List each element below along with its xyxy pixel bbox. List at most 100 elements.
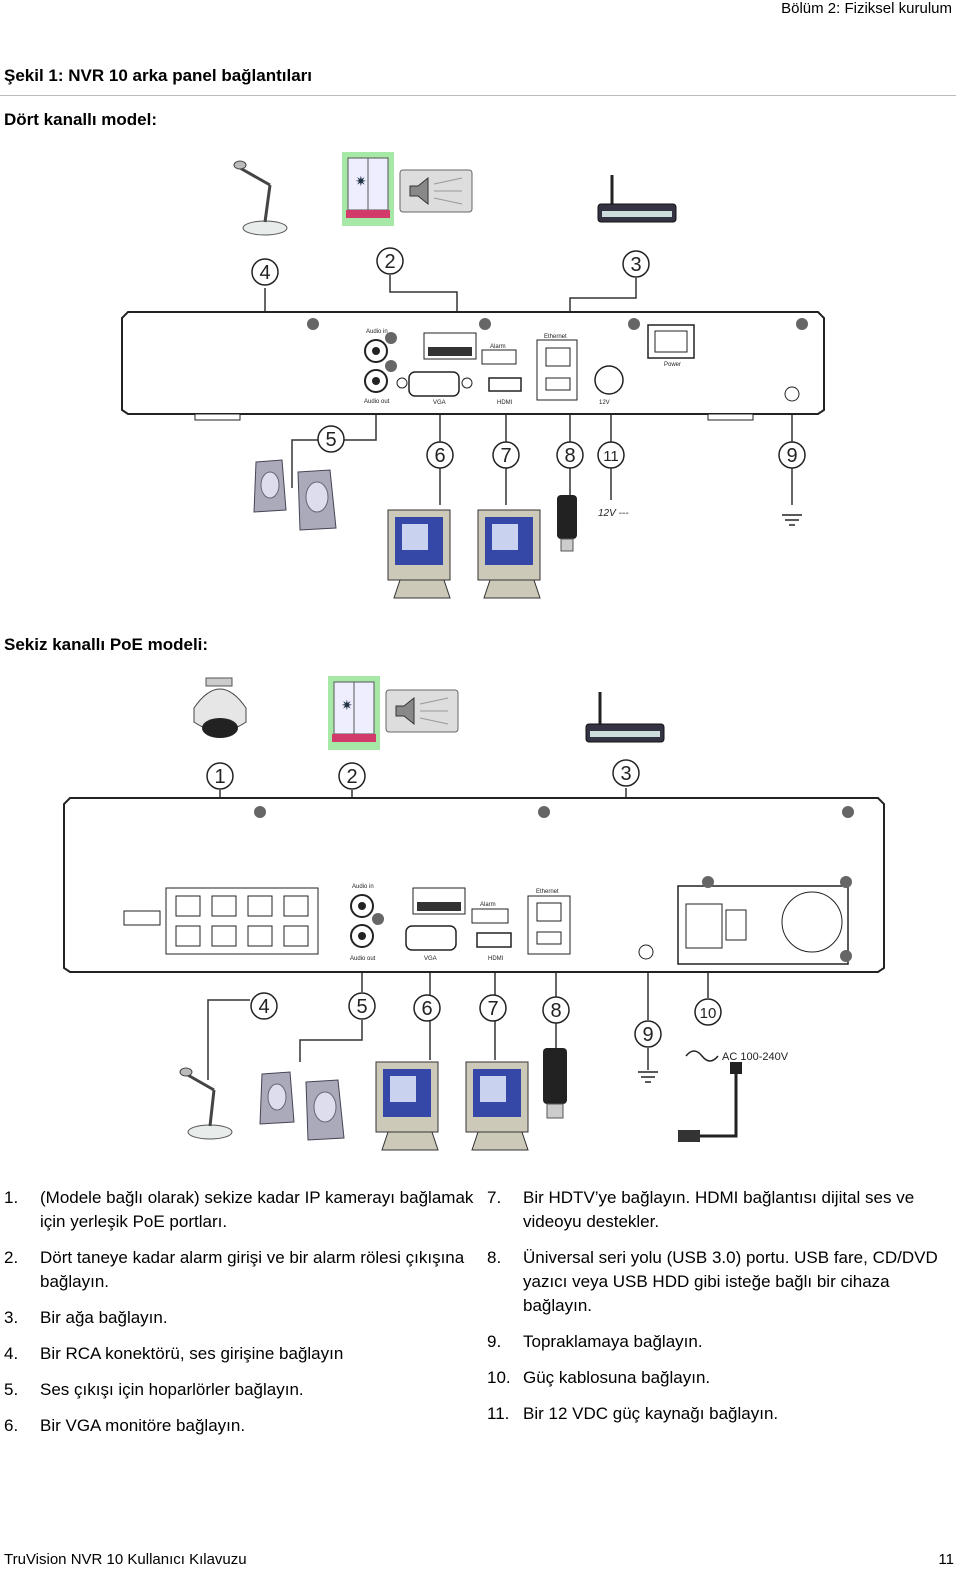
port-label-power: Power [664, 362, 681, 368]
footer-page-number: 11 [938, 1551, 954, 1568]
legend-item: 9.Topraklamaya bağlayın. [487, 1332, 703, 1351]
svg-text:8: 8 [564, 445, 575, 467]
port-label-hdmi: HDMI [488, 956, 504, 962]
callout-7: 7 [479, 994, 507, 1022]
svg-text:11: 11 [603, 448, 619, 465]
port-label-alarm: Alarm [480, 902, 496, 908]
legend-item: 2.Dört taneye kadar alarm girişi ve bir … [4, 1248, 465, 1291]
port-label-alarm: Alarm [490, 344, 506, 350]
router-icon [585, 692, 665, 743]
svg-text:6: 6 [434, 445, 445, 467]
alarm-sensor-icon: ✷ [328, 676, 380, 750]
port-label-vga: VGA [433, 400, 446, 406]
svg-text:4: 4 [258, 996, 269, 1018]
legend-item: 1.(Modele bağlı olarak) sekize kadar IP … [4, 1188, 474, 1231]
router-icon [597, 175, 677, 223]
callout-2: 2 [376, 247, 404, 275]
svg-text:5: 5 [325, 429, 336, 451]
callout-4: 4 [250, 992, 278, 1020]
ac-wave-icon [685, 1050, 719, 1062]
port-label-12v: 12V [599, 400, 610, 406]
callout-2: 2 [338, 762, 366, 790]
svg-text:7: 7 [487, 998, 498, 1020]
siren-icon [399, 169, 473, 213]
port-label-ethernet: Ethernet [544, 334, 567, 340]
callout-4: 4 [251, 258, 279, 286]
svg-text:7: 7 [500, 445, 511, 467]
callout-11: 11 [597, 441, 625, 469]
svg-text:8: 8 [550, 1000, 561, 1022]
svg-text:9: 9 [786, 445, 797, 467]
footer-manual-title: TruVision NVR 10 Kullanıcı Kılavuzu [4, 1551, 247, 1568]
usb-drive-icon [557, 495, 577, 552]
legend-item: 8.Üniversal seri yolu (USB 3.0) portu. U… [487, 1248, 938, 1315]
legend-item: 7.Bir HDTV’ye bağlayın. HDMI bağlantısı … [487, 1188, 915, 1231]
ground-symbol-icon [782, 514, 802, 526]
legend-item: 4.Bir RCA konektörü, ses girişine bağlay… [4, 1344, 344, 1363]
svg-text:3: 3 [620, 763, 631, 785]
svg-text:9: 9 [642, 1024, 653, 1046]
legend-list-left: 1.(Modele bağlı olarak) sekize kadar IP … [4, 1186, 474, 1450]
callout-1: 1 [206, 762, 234, 790]
four-channel-heading: Dört kanallı model: [4, 110, 158, 129]
callout-5: 5 [348, 992, 376, 1020]
vga-monitor-icon [387, 509, 451, 599]
callout-6: 6 [413, 994, 441, 1022]
callout-6: 6 [426, 441, 454, 469]
alarm-sensor-icon: ✷ [342, 152, 394, 226]
speakers-icon [253, 459, 337, 531]
svg-text:3: 3 [630, 254, 641, 276]
callout-10: 10 [694, 998, 722, 1026]
callout-7: 7 [492, 441, 520, 469]
power-cable-icon [678, 1062, 742, 1142]
svg-text:✷: ✷ [355, 173, 367, 189]
figure-title: Şekil 1: NVR 10 arka panel bağlantıları [4, 66, 313, 85]
vga-monitor-icon [375, 1061, 439, 1151]
nvr-back-panel-8ch [63, 797, 885, 973]
ac-label: AC 100-240V [722, 1051, 789, 1063]
svg-text:10: 10 [700, 1005, 717, 1022]
speakers-icon [259, 1071, 345, 1141]
callout-3: 3 [622, 250, 650, 278]
svg-text:1: 1 [214, 766, 225, 788]
port-label-hdmi: HDMI [497, 400, 513, 406]
callout-5: 5 [317, 425, 345, 453]
microphone-icon [179, 1067, 233, 1140]
port-label-audio-out: Audio out [364, 399, 390, 405]
eight-channel-diagram: Audio in Audio out VGA HDMI Ethernet Ala… [63, 676, 885, 1151]
svg-text:5: 5 [356, 996, 367, 1018]
svg-text:2: 2 [384, 251, 395, 273]
port-label-audio-in: Audio in [366, 329, 388, 335]
header-divider [0, 95, 956, 96]
legend-item: 3.Bir ağa bağlayın. [4, 1308, 168, 1327]
port-label-audio-in: Audio in [352, 884, 374, 890]
usb-drive-icon [543, 1048, 567, 1119]
svg-text:2: 2 [346, 766, 357, 788]
hdtv-monitor-icon [477, 509, 541, 599]
port-label-ethernet: Ethernet [536, 889, 559, 895]
callout-3: 3 [612, 759, 640, 787]
svg-text:✷: ✷ [341, 697, 353, 713]
callout-9: 9 [778, 441, 806, 469]
siren-icon [385, 689, 459, 733]
svg-text:4: 4 [259, 262, 270, 284]
ip-camera-icon [193, 677, 247, 738]
legend-item: 11.Bir 12 VDC güç kaynağı bağlayın. [487, 1404, 779, 1423]
psu-label: 12V --- [598, 508, 629, 519]
microphone-icon [233, 160, 288, 236]
svg-text:6: 6 [421, 998, 432, 1020]
legend-item: 10.Güç kablosuna bağlayın. [487, 1368, 711, 1387]
callout-9: 9 [634, 1020, 662, 1048]
legend-item: 5.Ses çıkışı için hoparlörler bağlayın. [4, 1380, 304, 1399]
four-channel-diagram: Audio in Audio out VGA HDMI Ethernet 12V… [121, 152, 825, 599]
callout-8: 8 [556, 441, 584, 469]
callout-8: 8 [542, 996, 570, 1024]
chapter-header: Bölüm 2: Fiziksel kurulum [781, 0, 952, 17]
nvr-back-panel-4ch [121, 311, 825, 421]
port-label-vga: VGA [424, 956, 437, 962]
legend-item: 6.Bir VGA monitöre bağlayın. [4, 1416, 246, 1435]
port-label-audio-out: Audio out [350, 956, 376, 962]
ground-symbol-icon [638, 1071, 658, 1083]
hdtv-monitor-icon [465, 1061, 529, 1151]
legend-list-right: 7.Bir HDTV’ye bağlayın. HDMI bağlantısı … [487, 1186, 942, 1438]
